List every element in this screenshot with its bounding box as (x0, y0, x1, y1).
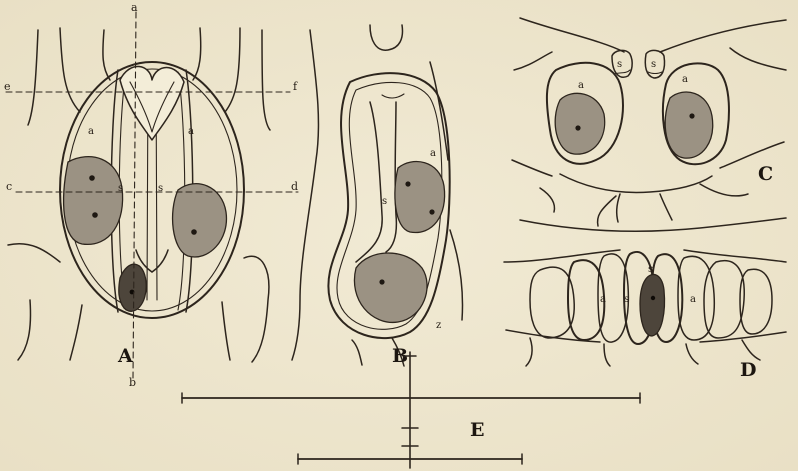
b-cell-label-z: z (436, 320, 441, 331)
figure-c-transverse-section: s s a a C (512, 18, 786, 226)
a-cell-label-a-right: a (188, 126, 194, 137)
section-label-f: f (293, 80, 298, 93)
d-cell-label-a-left: a (600, 294, 606, 305)
d-cell-label-s-top: s (648, 264, 653, 275)
a-cell-label-a-left: a (88, 126, 94, 137)
c-cell-label-s-right: s (651, 59, 656, 70)
c-cell-label-s-left: s (617, 59, 622, 70)
section-label-e: e (4, 80, 11, 93)
figure-label-a: A (117, 345, 133, 367)
section-label-c: c (6, 180, 12, 193)
c-cell-label-a-right: a (682, 74, 688, 85)
figure-label-e: E (470, 419, 484, 441)
a-cell-label-s-left: s (118, 183, 123, 194)
figure-a-stoma-surface-view: a b e f c d a a s s A (4, 1, 298, 389)
a-cell-label-s-right: s (158, 183, 163, 194)
section-label-a: a (131, 1, 138, 14)
figure-d-longitudinal-section: a s s a D (504, 218, 786, 381)
section-label-d: d (291, 180, 298, 193)
c-cell-label-a-left: a (578, 80, 584, 91)
b-cell-label-s: s (382, 196, 387, 207)
d-cell-label-s-left: s (624, 294, 629, 305)
figure-b-stoma-side-view: a s z B (292, 25, 463, 367)
figure-e-scale-bars: E (182, 352, 640, 468)
figure-label-c: C (758, 163, 773, 185)
section-label-b: b (129, 376, 136, 389)
b-cell-label-a: a (430, 148, 436, 159)
d-cell-label-a-right: a (690, 294, 696, 305)
figure-label-d: D (740, 359, 756, 381)
